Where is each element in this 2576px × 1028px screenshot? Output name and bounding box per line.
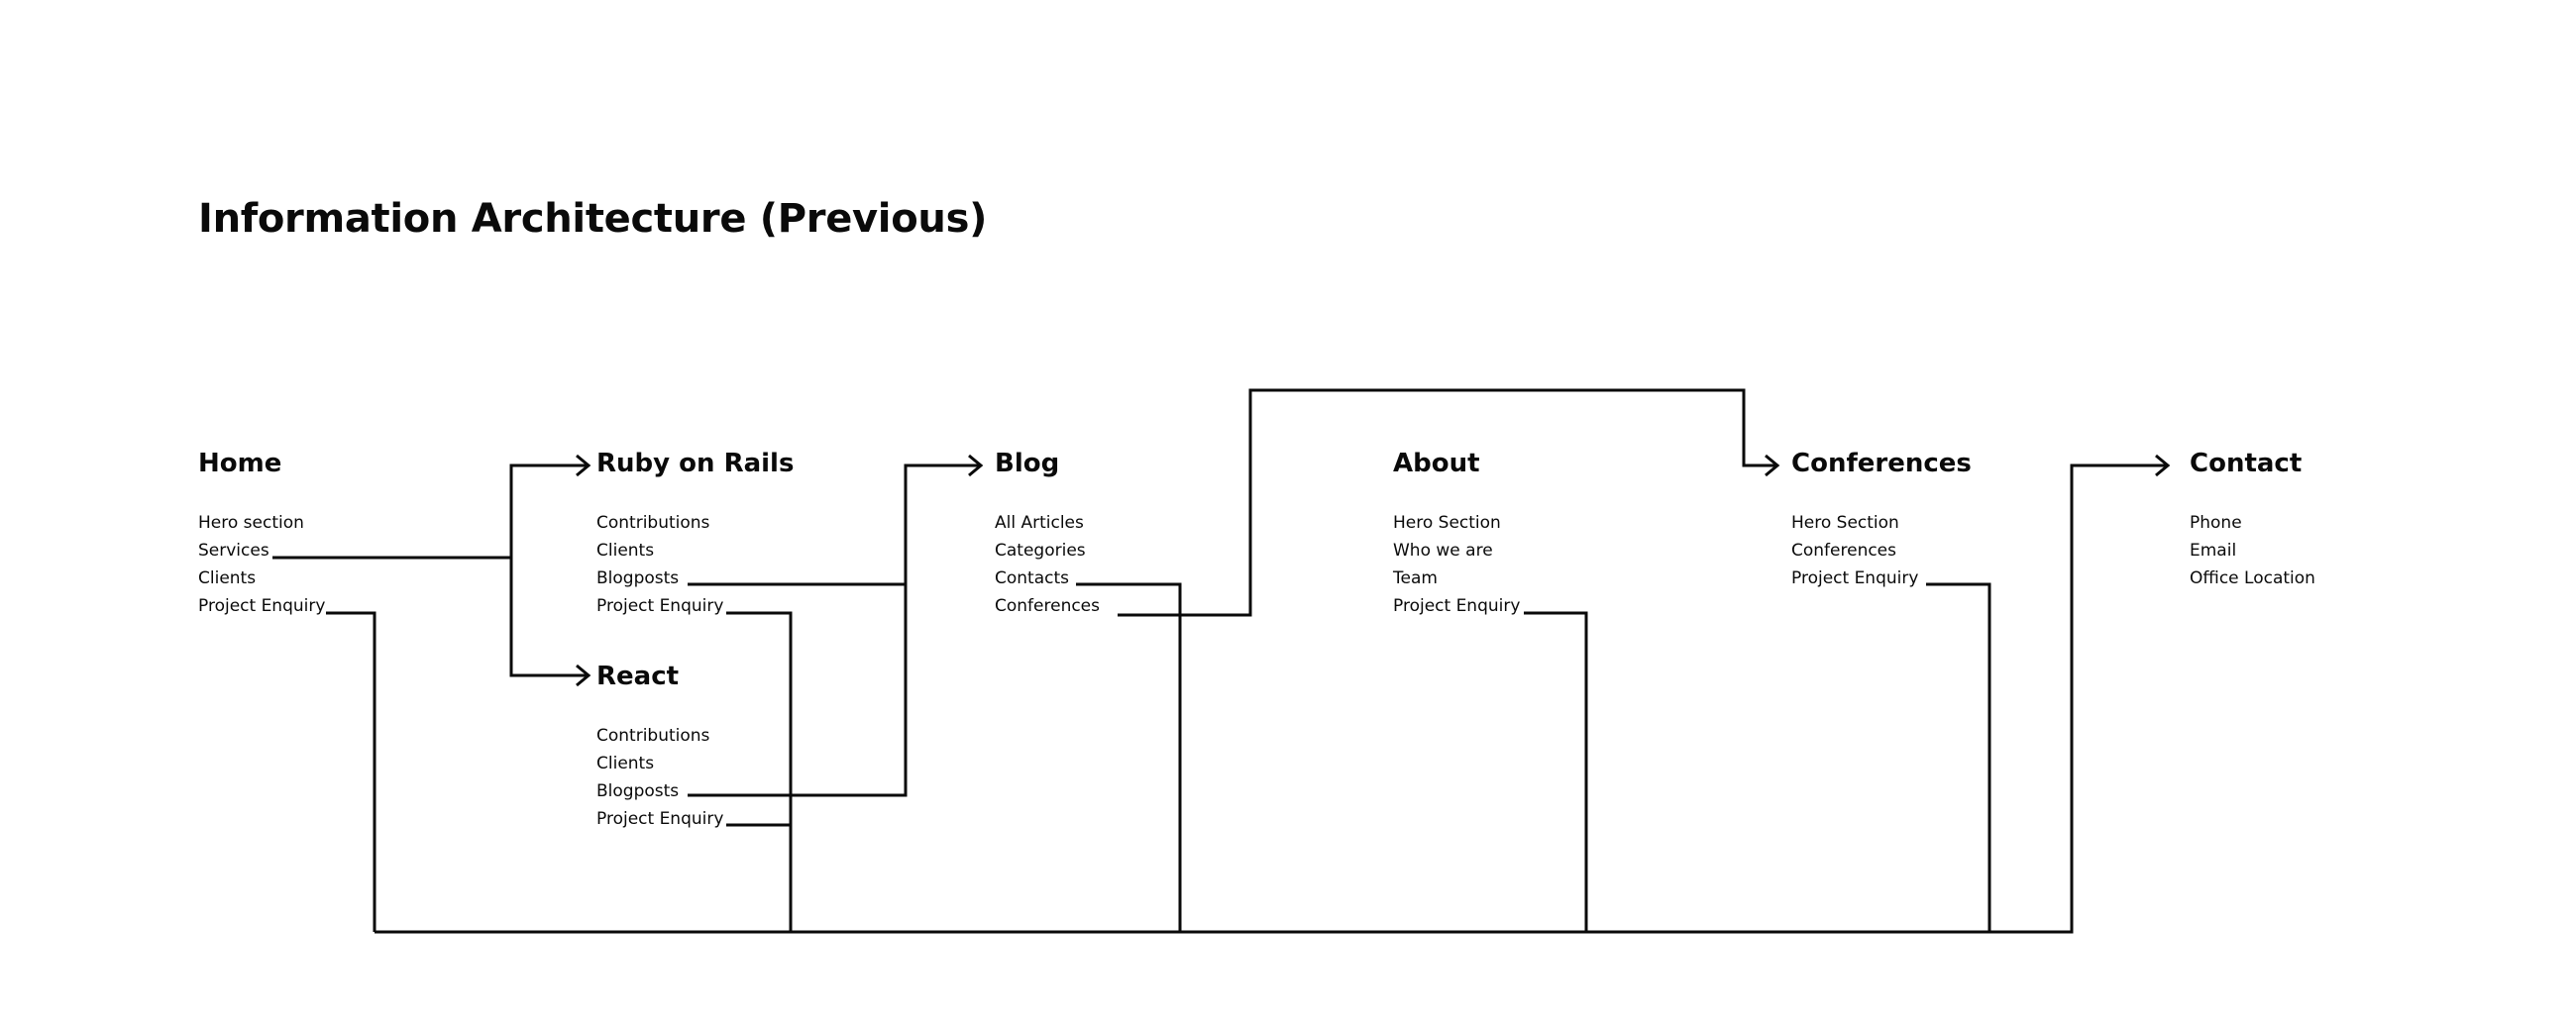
section-title-contact: Contact: [2190, 449, 2303, 478]
list-item: Phone: [2190, 513, 2242, 533]
list-item: Project Enquiry: [198, 596, 326, 616]
section-title-conferences: Conferences: [1791, 449, 1972, 478]
list-item: All Articles: [995, 513, 1084, 533]
connector-ruby-project-enquiry: [726, 611, 793, 932]
connector-react-blogposts-to-blog: [688, 463, 979, 797]
list-item: Project Enquiry: [1791, 568, 1919, 588]
section-title-blog: Blog: [995, 449, 1060, 478]
list-item: Office Location: [2190, 568, 2315, 588]
list-item: Email: [2190, 541, 2237, 561]
arrow-head-icon: [1765, 454, 1780, 477]
section-items-ruby-on-rails: Contributions Clients Blogposts Project …: [596, 509, 794, 620]
section-blog: Blog All Articles Categories Contacts Co…: [995, 446, 1100, 620]
list-item: Contributions: [596, 513, 710, 533]
list-item: Clients: [596, 754, 655, 773]
section-title-ruby-on-rails: Ruby on Rails: [596, 449, 795, 478]
section-react: React Contributions Clients Blogposts Pr…: [596, 659, 723, 833]
section-items-conferences: Hero Section Conferences Project Enquiry: [1791, 509, 1972, 592]
section-title-about: About: [1393, 449, 1480, 478]
arrow-head-icon: [968, 454, 984, 477]
connector-home-project-enquiry: [326, 611, 376, 932]
connector-blog-contacts: [1076, 582, 1182, 932]
section-items-react: Contributions Clients Blogposts Project …: [596, 722, 723, 833]
arrow-head-icon: [2155, 454, 2171, 477]
list-item: Categories: [995, 541, 1086, 561]
section-contact: Contact Phone Email Office Location: [2190, 446, 2315, 592]
list-item: Contributions: [596, 726, 710, 746]
section-about: About Hero Section Who we are Team Proje…: [1393, 446, 1520, 620]
section-title-home: Home: [198, 449, 282, 478]
connector-services-to-react: [509, 558, 587, 677]
connector-services-to-ruby: [272, 463, 587, 560]
connector-conferences-project-enquiry: [1926, 582, 1991, 932]
section-items-about: Hero Section Who we are Team Project Enq…: [1393, 509, 1520, 620]
list-item: Project Enquiry: [596, 596, 724, 616]
list-item: Project Enquiry: [1393, 596, 1521, 616]
list-item: Clients: [198, 568, 257, 588]
list-item: Blogposts: [596, 781, 680, 801]
list-item: Services: [198, 541, 269, 561]
list-item: Conferences: [1791, 541, 1897, 561]
list-item: Clients: [596, 541, 655, 561]
section-items-contact: Phone Email Office Location: [2190, 509, 2315, 592]
page-title: Information Architecture (Previous): [198, 196, 988, 242]
section-items-home: Hero section Services Clients Project En…: [198, 509, 325, 620]
list-item: Conferences: [995, 596, 1101, 616]
list-item: Who we are: [1393, 541, 1493, 561]
arrow-head-icon: [576, 664, 591, 687]
section-conferences: Conferences Hero Section Conferences Pro…: [1791, 446, 1972, 592]
section-title-react: React: [596, 662, 680, 691]
list-item: Hero Section: [1393, 513, 1501, 533]
connector-about-project-enquiry: [1524, 611, 1588, 932]
connector-blog-conferences-to-conferences: [1118, 388, 1775, 617]
list-item: Blogposts: [596, 568, 680, 588]
section-items-blog: All Articles Categories Contacts Confere…: [995, 509, 1100, 620]
list-item: Hero Section: [1791, 513, 1899, 533]
connector-enquiry-bus-to-contact: [375, 463, 2166, 934]
section-ruby-on-rails: Ruby on Rails Contributions Clients Blog…: [596, 446, 794, 620]
list-item: Contacts: [995, 568, 1069, 588]
arrow-head-icon: [576, 454, 591, 477]
list-item: Project Enquiry: [596, 809, 724, 829]
list-item: Hero section: [198, 513, 304, 533]
list-item: Team: [1393, 568, 1438, 588]
section-home: Home Hero section Services Clients Proje…: [198, 446, 325, 620]
